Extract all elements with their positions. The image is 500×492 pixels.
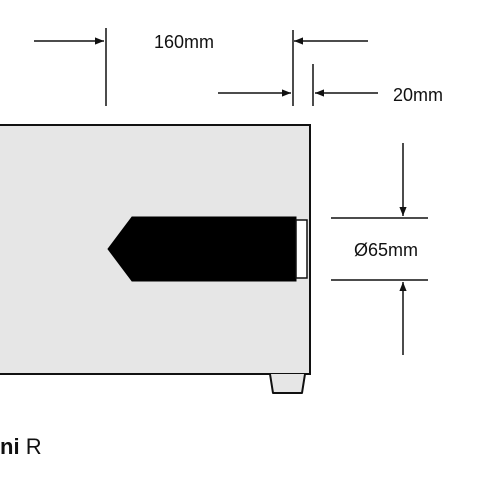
diameter-label: Ø65mm [354,240,418,260]
caption-bold-text: ni [0,434,20,459]
caption-regular-text: R [25,434,42,459]
insert-window [295,219,308,279]
insert-shape [107,216,297,282]
housing-foot [269,373,306,394]
tip-label: 20mm [393,85,443,105]
model-caption: ni R [0,436,42,458]
length-label: 160mm [154,32,214,52]
